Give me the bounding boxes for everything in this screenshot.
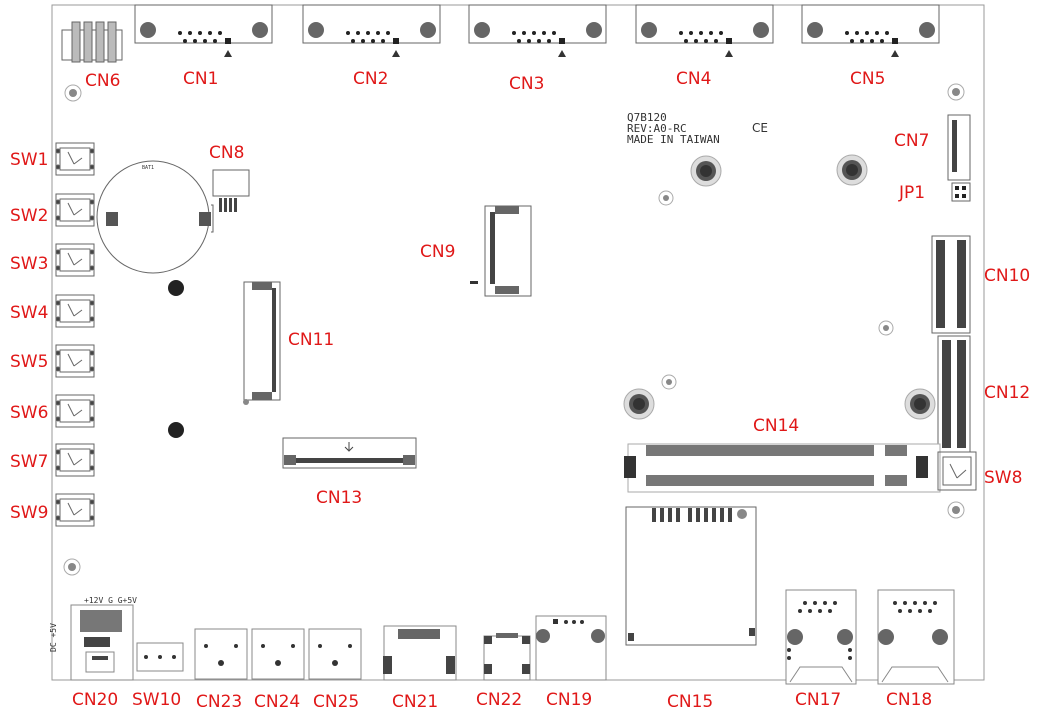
cn23-connector bbox=[194, 628, 248, 680]
sw2-switch bbox=[55, 193, 95, 227]
cn7-connector bbox=[947, 114, 971, 181]
label-cn19: CN19 bbox=[546, 690, 593, 710]
battery-bat1 bbox=[96, 160, 214, 274]
label-jp1: JP1 bbox=[899, 183, 926, 203]
fiducial-2 bbox=[878, 320, 894, 336]
sw6-switch bbox=[55, 394, 95, 428]
silk-dc-label: DC +5V bbox=[49, 623, 58, 652]
label-sw3: SW3 bbox=[10, 254, 49, 274]
sw4-switch bbox=[55, 294, 95, 328]
cn6-connector bbox=[61, 21, 123, 63]
standoff-hs4 bbox=[904, 388, 936, 420]
label-cn25: CN25 bbox=[313, 692, 360, 712]
mounting-hole-h10 bbox=[947, 501, 965, 519]
label-sw2: SW2 bbox=[10, 206, 49, 226]
label-cn7: CN7 bbox=[894, 131, 930, 151]
label-cn11: CN11 bbox=[288, 330, 335, 350]
silk-power-pins: +12V G G+5V bbox=[84, 596, 137, 605]
cn9-connector bbox=[470, 205, 532, 297]
label-cn12: CN12 bbox=[984, 383, 1031, 403]
standoff-hs2 bbox=[836, 154, 868, 186]
silk-battery: BAT1 bbox=[142, 165, 155, 171]
silk-model: Q7B120 bbox=[627, 111, 667, 124]
cn25-connector bbox=[308, 628, 362, 680]
cn1-connector bbox=[134, 4, 273, 57]
cn13-connector bbox=[282, 437, 417, 469]
label-cn18: CN18 bbox=[886, 690, 933, 710]
cn14-connector bbox=[624, 443, 941, 493]
label-sw1: SW1 bbox=[10, 150, 49, 170]
cn18-connector bbox=[877, 589, 955, 685]
sw3-switch bbox=[55, 243, 95, 277]
sw9-switch bbox=[55, 493, 95, 527]
fiducial-1 bbox=[658, 190, 674, 206]
sw7-switch bbox=[55, 443, 95, 477]
mounting-hole-h1 bbox=[64, 84, 82, 102]
label-sw6: SW6 bbox=[10, 403, 49, 423]
label-cn3: CN3 bbox=[509, 74, 545, 94]
cn10-connector bbox=[931, 235, 971, 334]
label-cn20: CN20 bbox=[72, 690, 119, 710]
label-cn10: CN10 bbox=[984, 266, 1031, 286]
label-cn4: CN4 bbox=[676, 69, 712, 89]
silk-origin: MADE IN TAIWAN bbox=[627, 133, 720, 146]
label-cn8: CN8 bbox=[209, 143, 245, 163]
cn4-connector bbox=[635, 4, 774, 57]
label-cn2: CN2 bbox=[353, 69, 389, 89]
cn22-connector bbox=[483, 633, 531, 681]
cn11-connector bbox=[243, 281, 281, 405]
label-cn1: CN1 bbox=[183, 69, 219, 89]
sw1-switch bbox=[55, 142, 95, 176]
label-sw8: SW8 bbox=[984, 468, 1023, 488]
mounting-hole-h11 bbox=[63, 558, 81, 576]
label-cn23: CN23 bbox=[196, 692, 243, 712]
standoff-hs3 bbox=[623, 388, 655, 420]
tooling-hole-2 bbox=[168, 422, 184, 438]
standoff-hs1 bbox=[690, 155, 722, 187]
label-sw5: SW5 bbox=[10, 352, 49, 372]
cn8-connector bbox=[212, 169, 250, 212]
cn15-connector bbox=[625, 506, 757, 646]
sw8-switch bbox=[937, 451, 977, 491]
label-cn24: CN24 bbox=[254, 692, 301, 712]
label-cn9: CN9 bbox=[420, 242, 456, 262]
cn17-connector bbox=[785, 589, 857, 685]
mounting-hole-h2 bbox=[947, 83, 965, 101]
label-sw7: SW7 bbox=[10, 452, 49, 472]
cn3-connector bbox=[468, 4, 607, 57]
silk-revision: REV:A0-RC bbox=[627, 122, 687, 135]
label-cn17: CN17 bbox=[795, 690, 842, 710]
label-sw10: SW10 bbox=[132, 690, 182, 710]
cn2-connector bbox=[302, 4, 441, 57]
cn24-connector bbox=[251, 628, 305, 680]
label-sw9: SW9 bbox=[10, 503, 49, 523]
label-cn21: CN21 bbox=[392, 692, 439, 712]
cn12-connector bbox=[937, 335, 971, 453]
tooling-hole-1 bbox=[168, 280, 184, 296]
label-cn15: CN15 bbox=[667, 692, 714, 712]
sw10-switch bbox=[136, 642, 184, 672]
jp1-jumper bbox=[951, 182, 971, 202]
label-cn6: CN6 bbox=[85, 71, 121, 91]
label-sw4: SW4 bbox=[10, 303, 49, 323]
fiducial-3 bbox=[661, 374, 677, 390]
label-cn13: CN13 bbox=[316, 488, 363, 508]
sw5-switch bbox=[55, 344, 95, 378]
silk-ce-mark: CE bbox=[752, 121, 768, 135]
label-cn22: CN22 bbox=[476, 690, 523, 710]
label-cn14: CN14 bbox=[753, 416, 800, 436]
label-cn5: CN5 bbox=[850, 69, 886, 89]
board-outline bbox=[51, 4, 985, 681]
cn5-connector bbox=[801, 4, 940, 57]
cn20-connector bbox=[70, 604, 134, 681]
cn19-connector bbox=[535, 615, 607, 681]
cn21-connector bbox=[383, 625, 457, 681]
